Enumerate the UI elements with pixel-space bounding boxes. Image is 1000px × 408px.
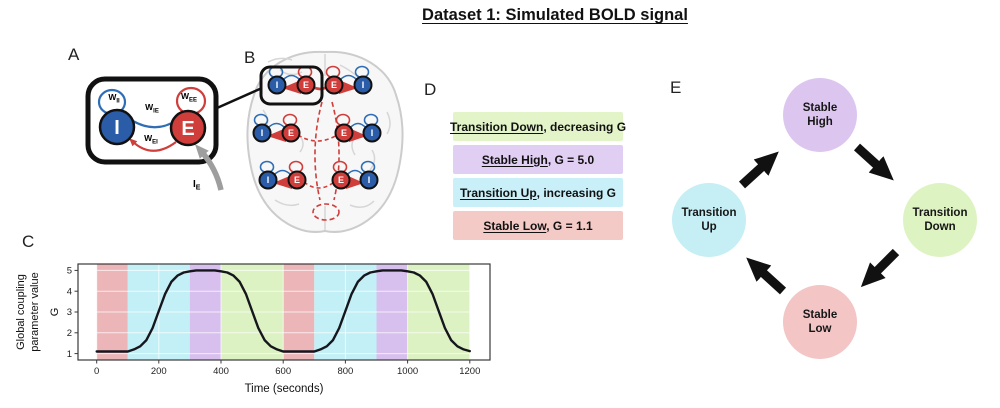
e-i-projection [349, 128, 367, 142]
x-tick-label: 200 [151, 366, 167, 377]
brain-node-label: I [267, 175, 270, 185]
w-ee-label: WEE [181, 91, 197, 104]
brain-illustration: I E E I I E E I I E E I [216, 50, 404, 233]
legend-stable-low: Stable Low, G = 1.1 [453, 211, 623, 240]
y-tick-label: 1 [67, 349, 72, 360]
brain-node-e [334, 123, 354, 143]
microcircuit-diagram: I E WII WEE WIE WEI IE [85, 76, 224, 192]
e-e-connection [297, 134, 338, 142]
e-i-projection [282, 80, 301, 94]
brain-node-label: I [362, 80, 365, 90]
e-i-projection [267, 128, 286, 142]
w-ei-label: WEI [144, 133, 158, 146]
panel-b-label: B [244, 48, 255, 67]
e-i-projection [346, 175, 364, 189]
excitatory-node [169, 109, 207, 147]
brain-node-i [362, 123, 382, 143]
brain-node-label: E [288, 128, 294, 138]
i-e-projection [349, 122, 367, 129]
brain-node-label: E [303, 80, 309, 90]
x-tick-label: 400 [213, 366, 229, 377]
brain-node-e [331, 170, 351, 190]
brain-node-label: E [338, 175, 344, 185]
y-tick-label: 4 [67, 286, 72, 297]
zoom-connector-line [216, 86, 263, 110]
arrow-to-stable-low [860, 248, 900, 288]
i-e-projection [273, 169, 292, 176]
arrow-to-transition-up [746, 257, 787, 295]
brain-node-label: I [371, 128, 374, 138]
external-input-arrow [195, 144, 224, 191]
panel-e-label: E [670, 78, 682, 97]
y-tick-label: 3 [67, 307, 72, 318]
y-axis-unit-label: G [49, 308, 61, 317]
w-ei-connection [129, 138, 177, 152]
e-i-projection [273, 175, 292, 189]
brain-node-pairs: I E E I I E E I I E E I [252, 65, 382, 190]
w-ie-label: WIE [145, 102, 159, 115]
brain-node-e [281, 123, 301, 143]
brain-node-label: I [276, 80, 279, 90]
brain-node-label: E [341, 128, 347, 138]
i-e-projection [282, 74, 301, 81]
y-tick-label: 5 [67, 266, 72, 277]
i-e-projection [346, 169, 364, 176]
x-tick-label: 0 [94, 366, 99, 377]
e-i-projection [339, 80, 358, 94]
excitatory-node-label: E [181, 118, 194, 140]
x-tick-label: 600 [275, 366, 291, 377]
interhemispheric-dashed-connections [312, 101, 340, 221]
brain-node-i [353, 75, 373, 95]
x-tick-label: 1000 [397, 366, 418, 377]
inhibitory-node [98, 108, 136, 146]
panel-a-label: A [68, 45, 80, 64]
phase-legend: Transition Down, decreasing G Stable Hig… [450, 112, 626, 240]
legend-transition-up: Transition Up, increasing G [453, 178, 623, 207]
legend-transition-down: Transition Down, decreasing G [450, 112, 626, 141]
w-ii-label: WII [108, 92, 120, 105]
arrow-up-to-stable-high [738, 151, 779, 189]
brain-node-e [296, 75, 316, 95]
brain-node-label: I [261, 128, 264, 138]
coupling-curve [95, 269, 471, 353]
brain-node-i [267, 75, 287, 95]
i-e-projection [267, 122, 286, 129]
e-e-connection [303, 181, 335, 189]
brain-node-i [252, 123, 272, 143]
external-input-label: IE [193, 179, 201, 192]
y-axis-label-line2: parameter value [29, 272, 41, 352]
cycle-arrows [738, 143, 900, 295]
brain-node-i [359, 170, 379, 190]
panel-d-label: D [424, 80, 437, 99]
brain-node-e [287, 170, 307, 190]
brain-node-i [258, 170, 278, 190]
x-tick-label: 800 [337, 366, 353, 377]
highlight-rect [259, 65, 324, 106]
brain-node-label: E [294, 175, 300, 185]
figure-title: Dataset 1: Simulated BOLD signal [422, 6, 688, 24]
inhibitory-node-label: I [114, 117, 120, 139]
i-e-projection [339, 74, 358, 81]
legend-stable-high: Stable High, G = 5.0 [453, 145, 623, 174]
arrow-to-transition-down [853, 143, 894, 181]
brain-node-label: I [368, 175, 371, 185]
y-axis-label-line1: Global coupling [15, 274, 27, 350]
y-tick-label: 2 [67, 328, 72, 339]
brain-node-e [324, 75, 344, 95]
x-axis-label: Time (seconds) [245, 383, 324, 395]
x-tick-label: 1200 [459, 366, 480, 377]
panel-c-label: C [22, 232, 35, 251]
brain-node-label: E [331, 80, 337, 90]
